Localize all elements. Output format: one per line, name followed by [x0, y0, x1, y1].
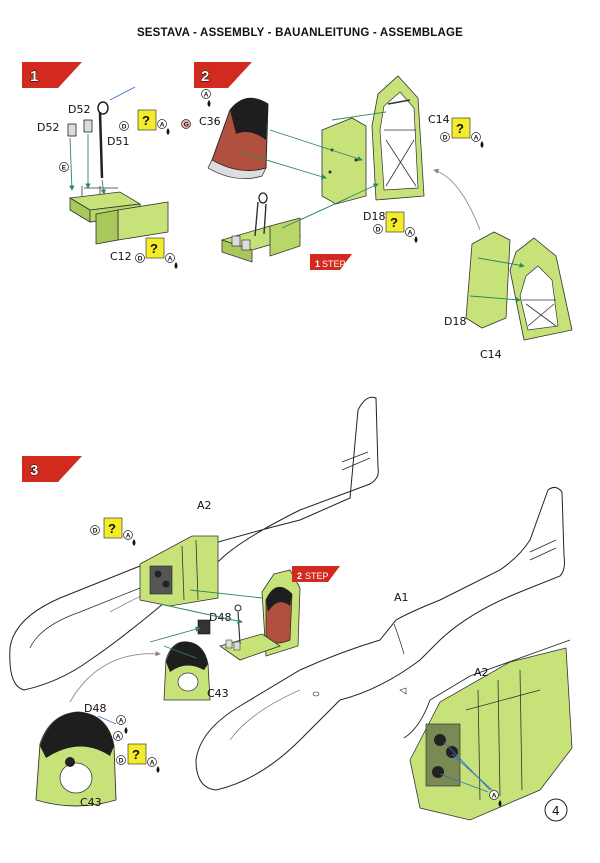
fuselage-half-a2: A2: [9, 396, 379, 691]
callout-d18-paint: ? D A: [373, 211, 418, 243]
label-a1: A1: [394, 591, 409, 604]
step-2-diagram: C36 C14 D18: [199, 75, 481, 263]
step-1-badge: 1: [22, 62, 82, 88]
page-number: 4: [544, 798, 568, 822]
svg-text:A: A: [116, 733, 121, 740]
svg-text:2: 2: [297, 571, 302, 581]
label-d18-right: D18: [444, 315, 466, 328]
svg-text:?: ?: [456, 121, 464, 136]
step-2-number: 2: [201, 68, 209, 85]
svg-text:D: D: [122, 123, 127, 130]
svg-text:?: ?: [142, 113, 150, 128]
detail-a2-cockpit-wall: A2: [403, 639, 573, 821]
label-c12: C12: [110, 250, 132, 263]
svg-text:D: D: [376, 226, 381, 233]
detail-d18-c14: D18 C14: [444, 231, 573, 361]
label-d18-mid: D18: [363, 210, 385, 223]
page-title: SESTAVA - ASSEMBLY - BAUANLEITUNG - ASSE…: [136, 27, 464, 39]
svg-text:STEP: STEP: [305, 571, 329, 581]
step-1-number: 1: [30, 68, 38, 85]
part-c43-mid: C43: [163, 641, 229, 701]
label-c43-mid: C43: [207, 687, 229, 700]
svg-text:D: D: [138, 255, 143, 262]
label-c14-top: C14: [428, 113, 450, 126]
svg-text:A: A: [150, 759, 155, 766]
callout-c36-paint: A G: [181, 89, 211, 129]
label-a2-detail: A2: [474, 666, 489, 679]
svg-text:A: A: [492, 792, 497, 799]
svg-text:?: ?: [390, 215, 398, 230]
label-c43-bottom: C43: [80, 796, 102, 809]
svg-text:A: A: [119, 717, 124, 724]
callout-a2-paint: ? D A: [90, 517, 136, 546]
callout-unknown-color: [137, 109, 157, 131]
label-d51: D51: [107, 135, 129, 148]
step-3-number: 3: [30, 462, 38, 479]
step-2-badge: 2: [194, 62, 252, 88]
callout-d48-paint: A A: [113, 715, 128, 741]
svg-text:A: A: [408, 229, 413, 236]
svg-text:G: G: [184, 121, 189, 128]
label-c14-right: C14: [480, 348, 502, 361]
callout-c43-paint: ? D A: [116, 743, 160, 773]
callout-c12-paint: ? D A: [135, 237, 178, 269]
svg-text:A: A: [474, 134, 479, 141]
svg-text:D: D: [443, 134, 448, 141]
svg-text:D: D: [119, 757, 124, 764]
svg-text:STEP: STEP: [322, 259, 346, 269]
callout-d51-paint: D ? A: [119, 109, 170, 135]
label-c36: C36: [199, 115, 221, 128]
label-d52-left: D52: [37, 121, 59, 134]
cockpit-subassembly: [219, 569, 301, 661]
svg-text:A: A: [168, 255, 173, 262]
svg-text:A: A: [126, 532, 131, 539]
part-d48-mid: D48: [197, 611, 231, 635]
callout-a2-detail-paint: A: [489, 790, 502, 807]
svg-text:E: E: [62, 164, 67, 171]
label-d52-top: D52: [68, 103, 90, 116]
label-d48-bottom: D48: [84, 702, 106, 715]
svg-text:?: ?: [108, 521, 116, 536]
step-3-badge: 3: [22, 456, 82, 482]
svg-text:4: 4: [552, 804, 560, 818]
fuselage-half-a1: A1: [195, 486, 565, 791]
svg-text:1: 1: [315, 259, 320, 269]
callout-c14-paint: ? D A: [440, 117, 484, 148]
step-1-diagram: D52 D52 D51 C12: [37, 86, 169, 263]
svg-text:A: A: [204, 91, 209, 98]
svg-text:?: ?: [150, 241, 158, 256]
step-2-reference-tag: 2 STEP: [292, 566, 340, 582]
svg-text:?: ?: [132, 747, 140, 762]
svg-text:D: D: [93, 527, 98, 534]
callout-d52-paint: E: [59, 162, 69, 172]
detail-d48-c43: D48 C43: [35, 702, 117, 809]
label-a2-fuselage: A2: [197, 499, 212, 512]
svg-text:A: A: [160, 121, 165, 128]
step-1-reference-tag: 1 STEP: [310, 254, 352, 270]
